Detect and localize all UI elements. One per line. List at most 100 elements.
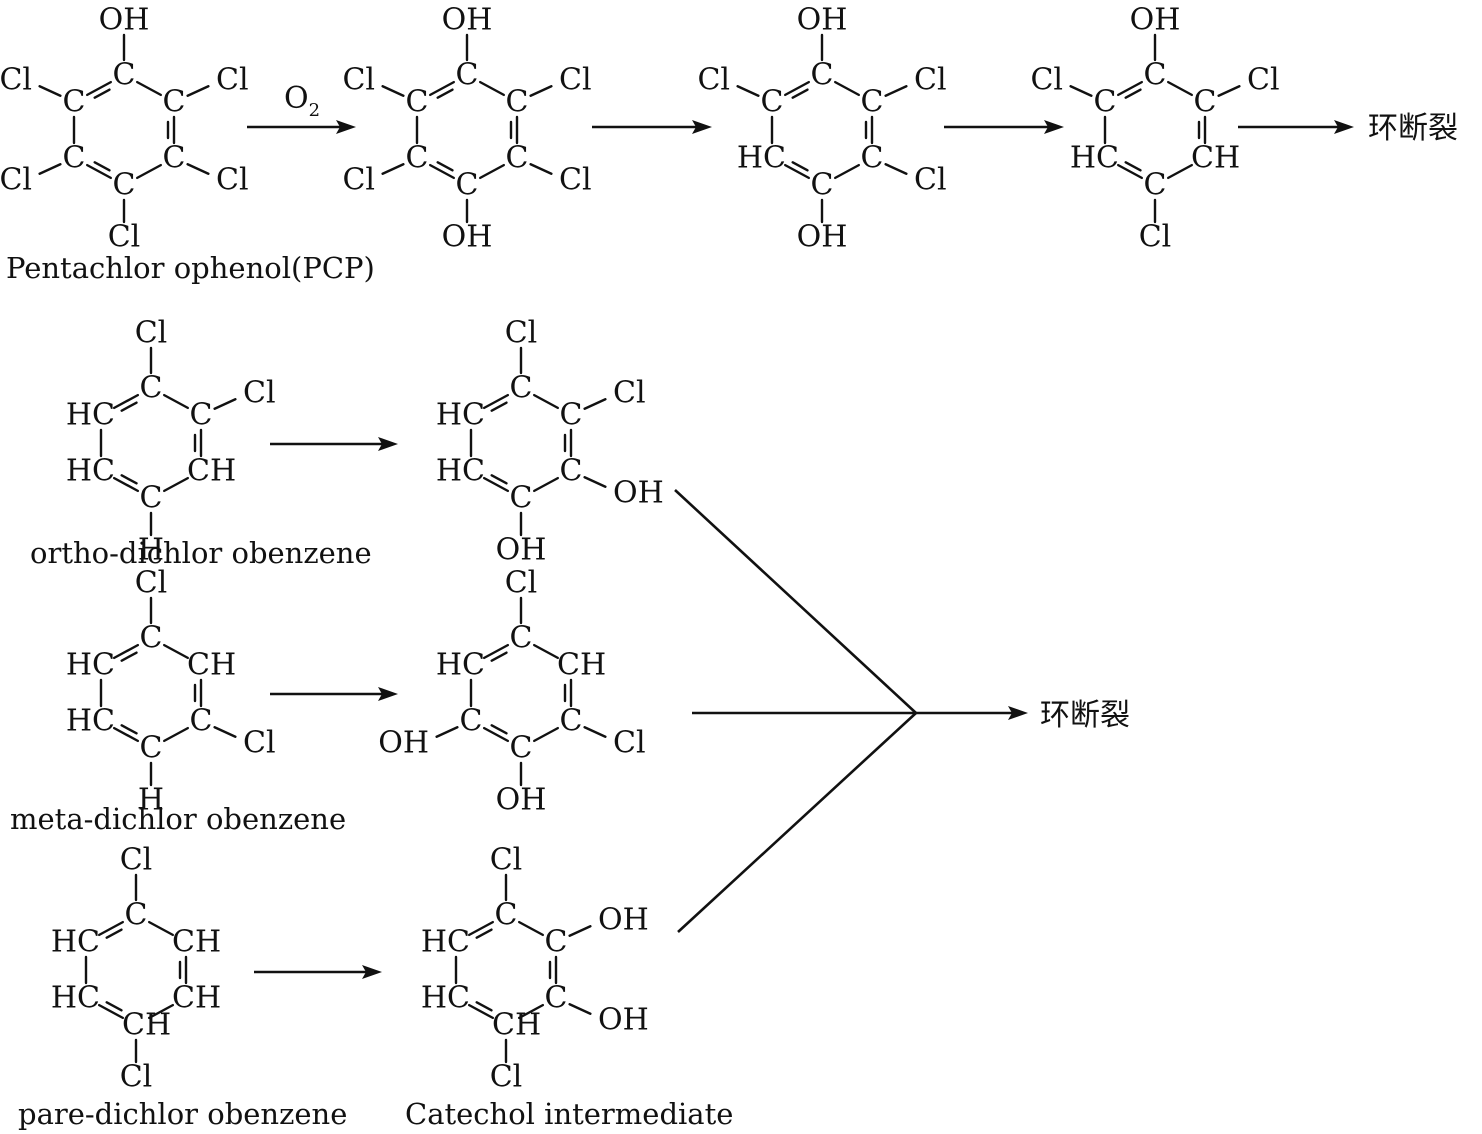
arrow-head	[336, 120, 356, 134]
double-bond-line	[120, 724, 138, 735]
ring-cleavage-label-pcp: 环断裂	[1368, 111, 1458, 146]
substituent-cl-lower-left: Cl	[342, 163, 375, 198]
converging-line-bottom	[677, 712, 917, 933]
ring-atom-lower-left: HC	[1070, 141, 1119, 176]
double-bond-line	[436, 88, 454, 99]
double-bond-line	[490, 651, 508, 662]
ring-atom-lower-left: HC	[66, 454, 115, 489]
ring-atom-lower-left: HC	[436, 454, 485, 489]
substituent-oh-top: OH	[1130, 3, 1181, 38]
arrow-head	[1008, 706, 1028, 720]
ring-atom-upper-right: CH	[557, 648, 606, 683]
ring-atom-bottom: C	[510, 731, 533, 766]
ring-atom-bottom: CH	[492, 1008, 541, 1043]
ring-atom-bottom: C	[510, 481, 533, 516]
double-bond-line	[1124, 88, 1142, 99]
substituent-bond	[884, 163, 908, 175]
substituent-cl-upper-right: Cl	[559, 63, 592, 98]
substituent-bond	[568, 1003, 592, 1015]
ring-bond	[97, 920, 125, 937]
substituent-cl-lower-right: Cl	[559, 163, 592, 198]
ring-atom-bottom: C	[113, 168, 136, 203]
converging-line-top	[674, 489, 917, 714]
substituent-bond	[1217, 85, 1241, 97]
ring-atom-top: C	[510, 371, 533, 406]
ring-atom-top: C	[140, 371, 163, 406]
ring-atom-upper-right: C	[506, 85, 529, 120]
substituent-cl-upper-left: Cl	[1030, 63, 1063, 98]
double-bond-line	[105, 928, 123, 939]
ring-atom-top: C	[811, 58, 834, 93]
substituent-cl-lower-left: Cl	[0, 163, 32, 198]
substituent-cl-top: Cl	[505, 566, 538, 601]
ring-bond	[135, 163, 163, 180]
double-bond-line	[120, 401, 138, 412]
substituent-bond	[381, 163, 405, 175]
ring-atom-upper-right: CH	[172, 925, 221, 960]
substituent-oh-bottom: OH	[442, 220, 493, 255]
ring-bond	[532, 393, 560, 410]
substituent-h-bottom: H	[138, 783, 164, 818]
ring-atom-lower-right: CH	[187, 454, 236, 489]
substituent-bond	[186, 85, 210, 97]
ring-atom-upper-left: HC	[436, 398, 485, 433]
substituent-cl-upper-right: Cl	[216, 63, 249, 98]
substituent-cl-lower-right: Cl	[613, 726, 646, 761]
ring-cleavage-label-merged: 环断裂	[1040, 698, 1130, 733]
ortho-dichlorobenzene-name: ortho-dichlor obenzene	[30, 536, 372, 570]
ring-atom-upper-right: C	[861, 85, 884, 120]
substituent-cl-upper-left: Cl	[342, 63, 375, 98]
ring-bond	[478, 80, 506, 97]
double-bond-line	[93, 88, 111, 99]
reagent-o: O	[284, 81, 309, 116]
ring-atom-top: C	[495, 898, 518, 933]
substituent-cl-top: Cl	[490, 843, 523, 878]
ring-bond	[783, 163, 811, 180]
ring-bond	[482, 643, 510, 660]
substituent-oh-top: OH	[99, 3, 150, 38]
ring-atom-lower-right: C	[506, 141, 529, 176]
ring-atom-top: C	[125, 898, 148, 933]
substituent-bond	[213, 726, 237, 738]
ring-bond	[783, 80, 811, 97]
double-bond-line	[791, 88, 809, 99]
ring-bond	[532, 643, 560, 660]
ring-bond	[482, 476, 510, 493]
ring-atom-lower-left: C	[406, 141, 429, 176]
substituent-cl-lower-right: Cl	[216, 163, 249, 198]
ring-atom-lower-right: C	[163, 141, 186, 176]
ring-bond	[467, 920, 495, 937]
substituent-cl-top: Cl	[505, 316, 538, 351]
double-bond-line	[105, 1001, 123, 1012]
ring-bond	[428, 163, 456, 180]
ring-atom-lower-right: C	[560, 454, 583, 489]
catechol-intermediate-label: Catechol intermediate	[405, 1097, 733, 1131]
ring-bond	[478, 163, 506, 180]
ring-atom-lower-right: C	[190, 704, 213, 739]
reagent-subscript: 2	[309, 100, 320, 121]
ring-bond	[517, 1003, 545, 1020]
ring-bond	[162, 393, 190, 410]
ring-bond	[428, 80, 456, 97]
substituent-oh-lower-left: OH	[378, 726, 429, 761]
ring-atom-upper-left: C	[406, 85, 429, 120]
substituent-cl-bottom: Cl	[490, 1060, 523, 1095]
ring-atom-top: C	[113, 58, 136, 93]
substituent-cl-bottom: Cl	[108, 220, 141, 255]
arrow-head	[1044, 120, 1064, 134]
ring-atom-upper-right: C	[163, 85, 186, 120]
arrow-head	[692, 120, 712, 134]
double-bond-line	[120, 474, 138, 485]
substituent-cl-upper-left: Cl	[0, 63, 32, 98]
ring-bond	[1166, 163, 1194, 180]
ring-atom-lower-right: CH	[172, 981, 221, 1016]
substituent-bond	[213, 398, 237, 410]
substituent-cl-bottom: Cl	[1139, 220, 1172, 255]
